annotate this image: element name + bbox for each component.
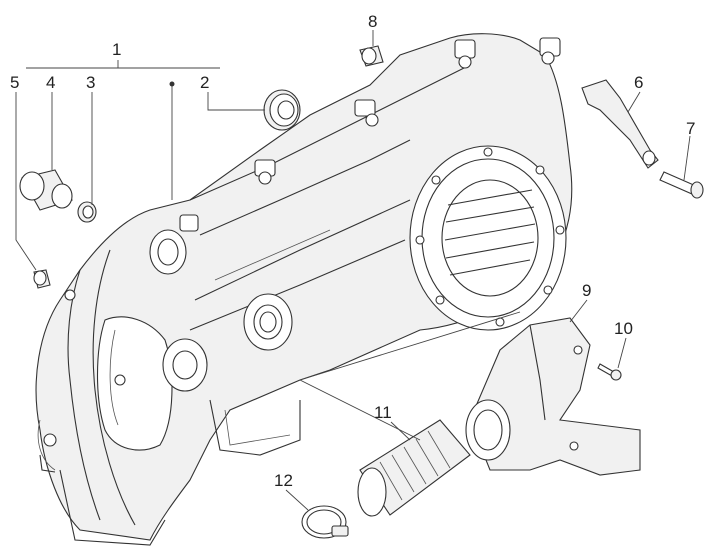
- transmission-cover: [35, 33, 573, 546]
- leader-lines: [15, 30, 691, 511]
- dowel-part-8: [359, 45, 384, 67]
- callout-6: 6: [634, 73, 644, 92]
- callout-10: 10: [614, 319, 633, 338]
- grille-cover: [409, 145, 567, 331]
- callout-12: 12: [274, 471, 293, 490]
- callout-3: 3: [86, 73, 96, 92]
- bolt-part-7: [659, 171, 704, 199]
- screw-part-10: [597, 363, 622, 381]
- callout-5: 5: [10, 73, 20, 92]
- callout-7: 7: [686, 119, 696, 138]
- spacer-part-3: [77, 201, 97, 223]
- callout-4: 4: [46, 73, 56, 92]
- clamp-part-12: [301, 505, 349, 539]
- bearing-part-2: [263, 89, 301, 131]
- dowel-part-5: [33, 269, 51, 289]
- bracket-part-6: [581, 79, 659, 169]
- duct-part-9: [465, 317, 641, 476]
- callout-9: 9: [582, 281, 592, 300]
- hose-part-11: [357, 419, 471, 517]
- callout-11: 11: [374, 403, 392, 422]
- bushing-part-4: [19, 169, 73, 211]
- callout-2: 2: [200, 73, 210, 92]
- reference-dot: [169, 81, 175, 87]
- callout-8: 8: [368, 12, 378, 31]
- callout-1: 1: [112, 40, 122, 59]
